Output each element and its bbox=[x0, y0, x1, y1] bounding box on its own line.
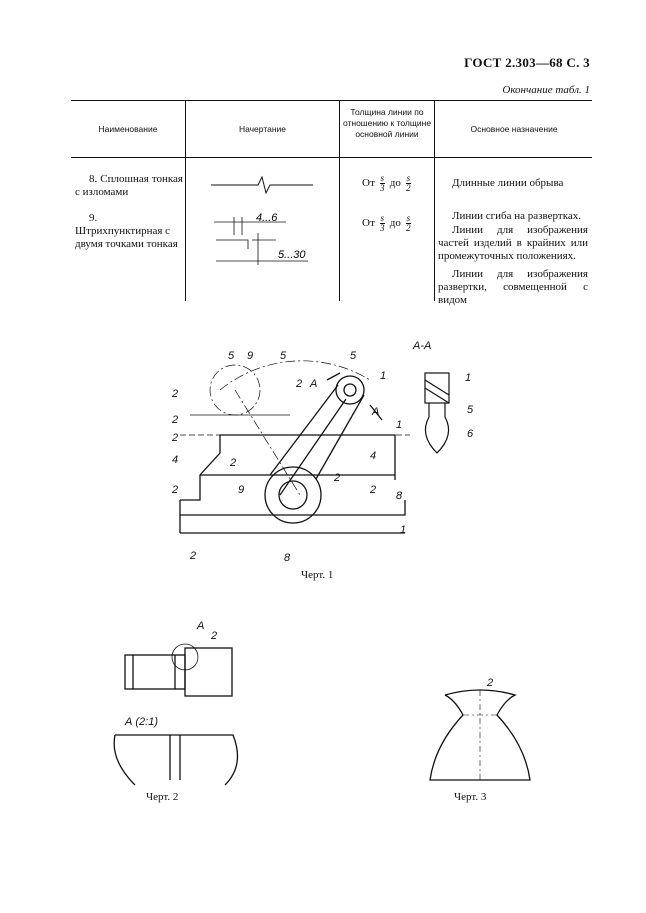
table-col-divider-2 bbox=[339, 100, 340, 301]
col-header-purpose: Основное назначение bbox=[470, 124, 558, 134]
fig2-detail-label: А (2:1) bbox=[124, 716, 158, 728]
row9-line-sample: 4...6 5...30 bbox=[214, 212, 308, 265]
fig1-label-2c: 2 bbox=[171, 414, 178, 426]
fig1-label-2g: 2 bbox=[333, 472, 340, 484]
fig2-label-A: А bbox=[196, 620, 204, 632]
fig1-label-2e: 2 bbox=[229, 457, 236, 469]
fig2-caption: Черт. 2 bbox=[146, 791, 179, 803]
fig1-label-2f: 2 bbox=[171, 484, 178, 496]
table-col-divider-3 bbox=[434, 100, 435, 301]
page-header: ГОСТ 2.303—68 С. 3 bbox=[464, 55, 590, 70]
fig1-section-label-5: 5 bbox=[467, 404, 474, 416]
row9-purpose-2: Линии для изображения частей изделий в к… bbox=[438, 224, 588, 262]
row8-name: 8. Сплошная тонкая с изломами bbox=[75, 173, 183, 198]
table-top-rule bbox=[71, 100, 592, 101]
fig1-label-1b: 1 bbox=[396, 419, 402, 431]
fig1-label-9a: 9 bbox=[247, 350, 253, 362]
fig1-label-5b: 5 bbox=[280, 350, 287, 362]
fig1-section-drawing: 1 5 6 bbox=[424, 372, 474, 454]
fig1-label-2b: 2 bbox=[295, 378, 302, 390]
fig1-label-2d: 2 bbox=[171, 432, 178, 444]
fig1-label-5c: 5 bbox=[350, 350, 357, 362]
row9-purpose-3: Линии для изображения развертки, совмеще… bbox=[438, 268, 588, 306]
col-header-style: Начертание bbox=[238, 124, 287, 134]
fig1-label-A1: А bbox=[309, 378, 317, 390]
row8-purpose: Длинные линии обрыва bbox=[452, 177, 564, 189]
col-header-thickness: Толщина линии по отношению к толщине осн… bbox=[342, 107, 432, 139]
row9-purpose: Линии сгиба на развертках. Линии для изо… bbox=[438, 210, 588, 307]
table-col-divider-1 bbox=[185, 100, 186, 301]
table-continuation-note: Окончание табл. 1 bbox=[502, 84, 590, 96]
row8-line-sample bbox=[211, 175, 313, 195]
fig3-caption: Черт. 3 bbox=[454, 791, 487, 803]
fig1-label-5a: 5 bbox=[228, 350, 235, 362]
fig1-label-9b: 9 bbox=[238, 484, 244, 496]
fig1-label-2i: 2 bbox=[369, 484, 376, 496]
row9-dim-dash: 4...6 bbox=[256, 212, 278, 224]
row9-dim-gap: 5...30 bbox=[278, 249, 306, 261]
fig1-section-label: А-А bbox=[413, 340, 432, 352]
fig1-label-8b: 8 bbox=[284, 552, 291, 564]
fig1-label-2a: 2 bbox=[171, 388, 178, 400]
fig2-label-2: 2 bbox=[210, 630, 217, 642]
col-header-name: Наименование bbox=[98, 124, 158, 134]
figure-2-drawing: А 2 А (2:1) bbox=[113, 620, 239, 786]
row9-purpose-1: Линии сгиба на развертках. bbox=[452, 210, 581, 222]
fig1-label-4b: 4 bbox=[370, 450, 376, 462]
fig1-label-4a: 4 bbox=[172, 454, 178, 466]
table-header-rule bbox=[71, 157, 592, 158]
fig1-caption: Черт. 1 bbox=[301, 569, 334, 581]
fig1-label-8a: 8 bbox=[396, 490, 403, 502]
fig1-label-1a: 1 bbox=[380, 370, 386, 382]
fig1-section-label-6: 6 bbox=[467, 428, 474, 440]
figure-1-drawing: 5 9 5 5 1 2 2 А А 1 2 2 2 4 2 4 9 2 8 1 … bbox=[171, 350, 410, 564]
fig1-label-1c: 1 bbox=[400, 524, 406, 536]
fig1-section-label-1: 1 bbox=[465, 372, 471, 384]
fig1-label-2h: 2 bbox=[189, 550, 196, 562]
row9-name: 9. Штрихпунктирная с двумя точками тонка… bbox=[75, 212, 178, 250]
fig3-label-2: 2 bbox=[486, 677, 493, 689]
figure-3-drawing: 2 bbox=[429, 677, 531, 781]
fig1-label-A2: А bbox=[371, 406, 379, 418]
